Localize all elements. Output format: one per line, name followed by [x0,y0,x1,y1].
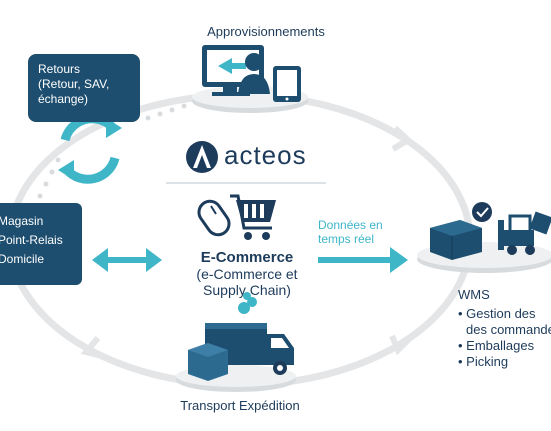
acteos-logo-text: acteos [224,140,307,170]
dotted-return-path [37,103,187,199]
wms-title: WMS [458,287,490,302]
refresh-arrow-head-1 [106,118,122,138]
shopping-cart-mouse-icon [197,194,276,240]
ring-arrow-top-right [391,125,413,152]
ecommerce-title: E-Commerce [200,249,294,266]
realtime-data-line-2: temps réel [318,232,375,246]
double-arrow-left [92,248,162,272]
delivery-truck-icon [188,292,294,381]
realtime-data-label: Données en temps réel [318,218,398,246]
refresh-arrow-head-2 [58,160,74,180]
wms-block: WMS • Gestion des des commandes • Emball… [458,287,551,370]
arrow-right-wms [318,247,408,273]
approvisionnements-label: Approvisionnements [207,24,325,39]
wms-item-gestion-cont: des commandes [466,322,551,337]
ring-arrow-bottom-left [80,336,103,359]
wms-item-gestion: • Gestion des [458,306,536,321]
delivery-point-domicile: Domicile [0,252,45,266]
wms-item-emballages: • Emballages [458,338,535,353]
transport-expedition-label: Transport Expédition [180,398,300,413]
acteos-logo-icon [186,141,218,173]
desktop-supply-icon [202,45,270,96]
delivery-point-magasin: Magasin [0,214,44,228]
delivery-points-box: Magasin Point-Relais Domicile [0,203,82,285]
forklift-warehouse-icon [430,202,551,260]
wms-item-picking: • Picking [458,354,509,369]
ring-arrow-bottom-right [389,333,415,356]
retours-line-2: (Retour, SAV, [38,77,110,91]
retours-line-3: échange) [38,92,89,106]
ecommerce-subtitle-line-1: (e-Commerce et [196,266,298,282]
retours-line-1: Retours [38,62,81,76]
realtime-data-line-1: Données en [318,218,383,232]
retours-box: Retours (Retour, SAV, échange) [28,54,140,122]
logo-divider [166,182,326,184]
delivery-point-relais: Point-Relais [0,233,63,247]
ecommerce-subtitle: (e-Commerce et Supply Chain) [172,266,322,298]
tablet-icon [273,66,301,102]
ecommerce-subtitle-line-2: Supply Chain) [203,282,291,298]
